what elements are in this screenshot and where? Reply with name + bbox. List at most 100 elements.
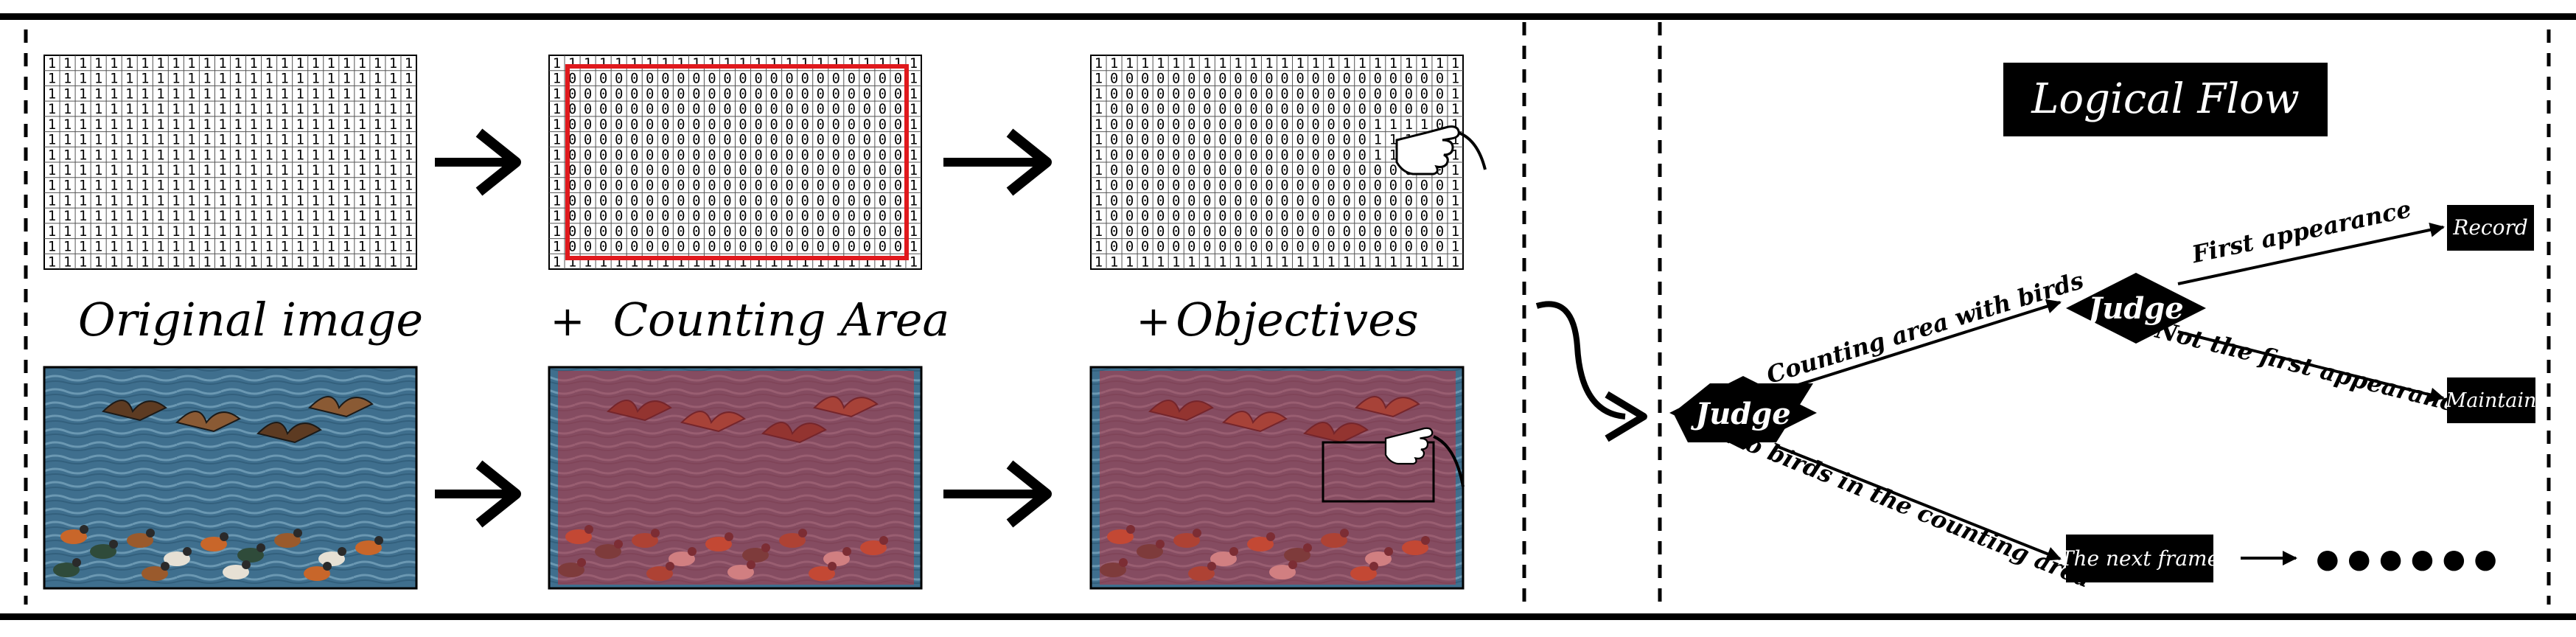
svg-text:1: 1 bbox=[1436, 254, 1444, 270]
edge-counting-area-label: Counting area with birds bbox=[1763, 266, 2087, 389]
svg-text:1: 1 bbox=[1405, 56, 1413, 72]
svg-text:0: 0 bbox=[677, 193, 685, 209]
svg-text:1: 1 bbox=[312, 163, 320, 178]
svg-text:1: 1 bbox=[187, 102, 195, 117]
svg-text:1: 1 bbox=[677, 56, 685, 72]
svg-text:0: 0 bbox=[817, 240, 825, 255]
svg-text:0: 0 bbox=[1296, 240, 1304, 255]
svg-text:1: 1 bbox=[156, 224, 164, 240]
record-box: Record bbox=[2447, 205, 2534, 251]
svg-text:1: 1 bbox=[358, 178, 366, 194]
svg-text:1: 1 bbox=[265, 102, 273, 117]
svg-text:0: 0 bbox=[1327, 240, 1336, 255]
svg-text:1: 1 bbox=[910, 193, 918, 209]
svg-text:1: 1 bbox=[1451, 254, 1459, 270]
svg-text:0: 0 bbox=[848, 224, 856, 240]
svg-text:1: 1 bbox=[110, 147, 118, 163]
svg-text:1: 1 bbox=[1374, 147, 1382, 163]
svg-text:1: 1 bbox=[265, 56, 273, 72]
svg-text:0: 0 bbox=[1187, 240, 1195, 255]
svg-text:0: 0 bbox=[1327, 209, 1336, 224]
svg-text:1: 1 bbox=[405, 224, 413, 240]
svg-text:0: 0 bbox=[1405, 224, 1413, 240]
svg-text:1: 1 bbox=[203, 147, 211, 163]
svg-text:0: 0 bbox=[879, 163, 887, 178]
svg-text:1: 1 bbox=[296, 86, 304, 102]
svg-text:1: 1 bbox=[156, 86, 164, 102]
svg-text:1: 1 bbox=[203, 56, 211, 72]
svg-text:1: 1 bbox=[1141, 254, 1149, 270]
svg-text:1: 1 bbox=[358, 133, 366, 148]
svg-text:1: 1 bbox=[1451, 117, 1459, 133]
svg-text:1: 1 bbox=[265, 86, 273, 102]
svg-text:0: 0 bbox=[1327, 224, 1336, 240]
svg-text:1: 1 bbox=[312, 193, 320, 209]
svg-text:1: 1 bbox=[172, 193, 180, 209]
svg-text:0: 0 bbox=[1218, 240, 1226, 255]
svg-text:1: 1 bbox=[910, 72, 918, 87]
svg-text:1: 1 bbox=[79, 102, 87, 117]
svg-text:0: 0 bbox=[754, 133, 762, 148]
svg-text:1: 1 bbox=[203, 86, 211, 102]
svg-text:1: 1 bbox=[1249, 56, 1257, 72]
svg-text:1: 1 bbox=[863, 254, 871, 270]
svg-text:0: 0 bbox=[848, 193, 856, 209]
svg-text:1: 1 bbox=[156, 163, 164, 178]
svg-text:1: 1 bbox=[249, 254, 257, 270]
svg-text:1: 1 bbox=[218, 86, 226, 102]
svg-text:1: 1 bbox=[389, 86, 397, 102]
svg-text:1: 1 bbox=[187, 86, 195, 102]
svg-text:0: 0 bbox=[1141, 117, 1149, 133]
svg-text:1: 1 bbox=[343, 102, 351, 117]
svg-text:0: 0 bbox=[708, 209, 716, 224]
svg-text:0: 0 bbox=[615, 86, 623, 102]
svg-text:1: 1 bbox=[63, 240, 71, 255]
svg-text:0: 0 bbox=[1234, 102, 1242, 117]
svg-text:0: 0 bbox=[1110, 224, 1118, 240]
svg-text:1: 1 bbox=[156, 117, 164, 133]
svg-text:0: 0 bbox=[832, 133, 840, 148]
svg-text:0: 0 bbox=[863, 163, 871, 178]
svg-text:1: 1 bbox=[1095, 178, 1103, 194]
svg-text:1: 1 bbox=[172, 224, 180, 240]
svg-text:0: 0 bbox=[1156, 117, 1165, 133]
svg-text:1: 1 bbox=[125, 163, 133, 178]
svg-text:1: 1 bbox=[327, 117, 335, 133]
svg-text:0: 0 bbox=[786, 117, 794, 133]
svg-text:1: 1 bbox=[1374, 133, 1382, 148]
svg-text:0: 0 bbox=[615, 224, 623, 240]
svg-text:0: 0 bbox=[769, 193, 778, 209]
svg-text:1: 1 bbox=[187, 240, 195, 255]
svg-text:0: 0 bbox=[1249, 72, 1257, 87]
svg-text:1: 1 bbox=[125, 193, 133, 209]
svg-text:1: 1 bbox=[94, 147, 102, 163]
svg-text:1: 1 bbox=[187, 209, 195, 224]
svg-text:0: 0 bbox=[723, 133, 731, 148]
svg-text:0: 0 bbox=[754, 178, 762, 194]
svg-text:0: 0 bbox=[1172, 102, 1180, 117]
svg-text:1: 1 bbox=[374, 163, 382, 178]
svg-text:1: 1 bbox=[172, 147, 180, 163]
svg-text:0: 0 bbox=[879, 133, 887, 148]
svg-text:0: 0 bbox=[1249, 193, 1257, 209]
svg-text:1: 1 bbox=[343, 133, 351, 148]
svg-text:0: 0 bbox=[584, 178, 592, 194]
svg-text:0: 0 bbox=[1172, 133, 1180, 148]
svg-text:1: 1 bbox=[218, 147, 226, 163]
svg-text:0: 0 bbox=[1203, 147, 1211, 163]
svg-text:1: 1 bbox=[249, 163, 257, 178]
svg-text:0: 0 bbox=[1405, 240, 1413, 255]
svg-text:0: 0 bbox=[1343, 163, 1351, 178]
svg-text:0: 0 bbox=[1125, 209, 1134, 224]
svg-text:0: 0 bbox=[1280, 102, 1288, 117]
svg-text:0: 0 bbox=[754, 117, 762, 133]
svg-text:0: 0 bbox=[863, 224, 871, 240]
arrow-grid-2-to-3 bbox=[943, 128, 1052, 196]
svg-text:0: 0 bbox=[599, 72, 607, 87]
svg-text:1: 1 bbox=[125, 147, 133, 163]
plus-sign-1: + bbox=[551, 298, 585, 346]
svg-text:0: 0 bbox=[1420, 240, 1428, 255]
svg-text:0: 0 bbox=[1343, 193, 1351, 209]
judge-second-diamond: Judge bbox=[2066, 273, 2206, 344]
svg-text:0: 0 bbox=[1405, 86, 1413, 102]
